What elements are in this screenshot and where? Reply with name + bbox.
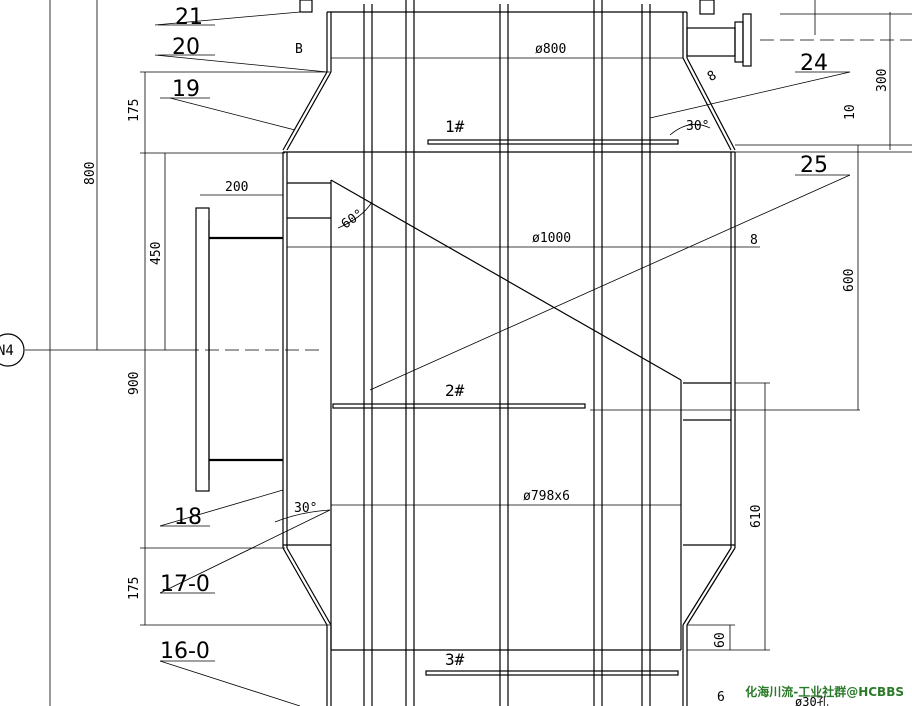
- baffle-2: [332, 403, 586, 409]
- dim-mid-dia: ø1000: [532, 231, 571, 246]
- bot-cone-left-inner: [286, 547, 332, 626]
- plate-label-2: 2#: [445, 381, 465, 400]
- dim-800-vert: 800: [83, 162, 98, 185]
- label-25: 25: [800, 153, 828, 178]
- top-nozzle-flange: [734, 21, 744, 63]
- leader-25: [369, 174, 851, 391]
- leader-17: [159, 509, 331, 594]
- label-16: 16-0: [160, 639, 210, 664]
- label-17: 17-0: [160, 572, 210, 597]
- dim-175-top: 175: [127, 99, 142, 122]
- dim-60: 60: [713, 632, 728, 648]
- top-nozzle-pipe: [686, 27, 736, 57]
- label-21: 21: [175, 5, 203, 30]
- dim-900: 900: [127, 372, 142, 395]
- dim-low-dia: ø798x6: [523, 489, 570, 504]
- dim-30-low: 30°: [294, 501, 317, 516]
- plate-label-3: 3#: [445, 650, 465, 669]
- bot-cone-right: [682, 547, 732, 626]
- leader-16: [159, 660, 301, 706]
- leader-20: [154, 54, 328, 73]
- top-right-stub: [699, 0, 715, 15]
- plate-label-1: 1#: [445, 117, 465, 136]
- baffle-3: [425, 670, 679, 676]
- top-left-stub: [299, 0, 313, 13]
- dim-hole: ø30孔: [795, 695, 829, 706]
- leader-24: [649, 71, 851, 119]
- label-n4: N4: [0, 343, 14, 359]
- arc-60: [337, 201, 373, 229]
- dim-300: 300: [875, 69, 890, 92]
- inner-cyl-slant: [330, 179, 682, 381]
- label-24: 24: [800, 51, 828, 76]
- top-nozzle-flange-outer: [742, 13, 752, 67]
- dim-60: 60°: [339, 207, 367, 233]
- dim-b: B: [295, 42, 303, 57]
- label-18: 18: [174, 505, 202, 530]
- arc-30-low: [274, 509, 331, 523]
- tie-rods: [363, 0, 651, 706]
- n4-flange: [195, 207, 210, 492]
- top-cone-right: [682, 57, 732, 151]
- dim-450: 450: [149, 242, 164, 265]
- label-20: 20: [172, 35, 200, 60]
- dim-200: 200: [225, 180, 248, 195]
- leader-21: [154, 11, 301, 26]
- dim-610: 610: [749, 505, 764, 528]
- dim-top-dia: ø800: [535, 42, 566, 57]
- dim-6: 6: [717, 690, 725, 705]
- dim-8b: 8: [750, 233, 758, 248]
- dim-175-bot: 175: [127, 577, 142, 600]
- top-cone-left-inner: [286, 71, 332, 151]
- dim-10: 10: [843, 104, 858, 120]
- leader-18: [159, 489, 284, 527]
- n4-bubble: [0, 333, 25, 367]
- dim-30-top: 30°: [686, 119, 709, 134]
- label-19: 19: [172, 77, 200, 102]
- watermark: 化海川流-工业社群@HCBBS: [745, 685, 904, 699]
- bot-cone-right-inner: [686, 547, 736, 626]
- dim-8a: 8: [705, 68, 719, 85]
- bot-cone-left: [282, 547, 328, 626]
- dim-600: 600: [842, 269, 857, 292]
- leader-19: [169, 97, 296, 131]
- baffle-1: [427, 139, 679, 145]
- arc-30-top: [669, 123, 711, 136]
- top-cone-left: [282, 71, 328, 151]
